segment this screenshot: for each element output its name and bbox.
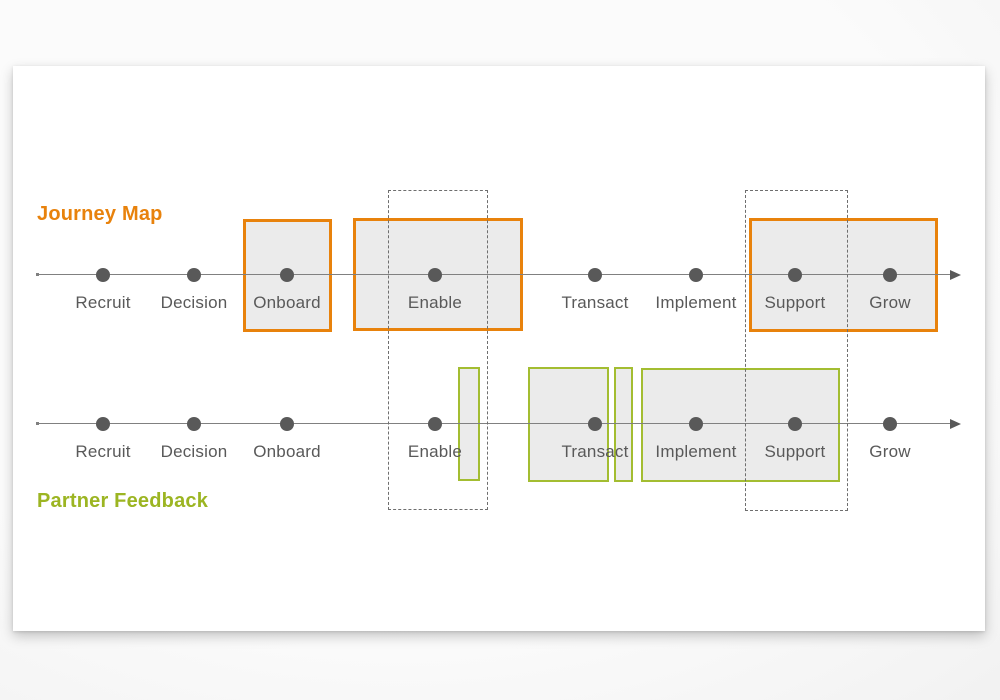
feedback-stage-label-transact: Transact	[561, 442, 629, 461]
journey-stage-dot-transact	[588, 268, 602, 282]
journey-stage-dot-decision	[187, 268, 201, 282]
journey-map-title: Journey Map	[37, 203, 163, 225]
feedback-highlight-box-implement-support	[641, 368, 840, 482]
feedback-stage-label-onboard: Onboard	[253, 442, 321, 461]
journey-stage-label-support: Support	[764, 293, 826, 312]
feedback-stage-label-decision: Decision	[160, 442, 228, 461]
journey-stage-label-transact: Transact	[561, 293, 629, 312]
feedback-timeline-line	[38, 423, 952, 424]
journey-stage-dot-support	[788, 268, 802, 282]
feedback-highlight-box-pre-implement	[614, 367, 633, 482]
feedback-stage-label-support: Support	[764, 442, 826, 461]
feedback-highlight-box-post-enable	[458, 367, 480, 481]
dashed-focus-zone-support	[745, 190, 848, 511]
feedback-stage-dot-support	[788, 417, 802, 431]
feedback-stage-label-implement: Implement	[655, 442, 737, 461]
slide-card	[13, 66, 985, 631]
journey-stage-dot-enable	[428, 268, 442, 282]
feedback-stage-dot-transact	[588, 417, 602, 431]
journey-timeline-arrow-icon	[950, 270, 961, 280]
journey-stage-label-decision: Decision	[160, 293, 228, 312]
journey-stage-label-grow: Grow	[869, 293, 911, 312]
journey-stage-dot-implement	[689, 268, 703, 282]
journey-timeline-start-marker	[36, 273, 39, 276]
feedback-stage-dot-recruit	[96, 417, 110, 431]
journey-stage-dot-recruit	[96, 268, 110, 282]
dashed-focus-zone-enable	[388, 190, 488, 510]
feedback-timeline-arrow-icon	[950, 419, 961, 429]
journey-stage-label-recruit: Recruit	[75, 293, 131, 312]
journey-stage-dot-onboard	[280, 268, 294, 282]
feedback-stage-dot-onboard	[280, 417, 294, 431]
feedback-stage-dot-enable	[428, 417, 442, 431]
feedback-stage-label-grow: Grow	[869, 442, 911, 461]
journey-stage-label-onboard: Onboard	[253, 293, 321, 312]
feedback-stage-dot-grow	[883, 417, 897, 431]
journey-stage-dot-grow	[883, 268, 897, 282]
journey-highlight-box-support-grow	[749, 218, 938, 332]
journey-stage-label-implement: Implement	[655, 293, 737, 312]
journey-stage-label-enable: Enable	[407, 293, 463, 312]
partner-feedback-title: Partner Feedback	[37, 490, 209, 512]
feedback-stage-label-recruit: Recruit	[75, 442, 131, 461]
feedback-stage-dot-decision	[187, 417, 201, 431]
feedback-stage-label-enable: Enable	[407, 442, 463, 461]
feedback-timeline-start-marker	[36, 422, 39, 425]
feedback-stage-dot-implement	[689, 417, 703, 431]
journey-timeline-line	[38, 274, 952, 275]
